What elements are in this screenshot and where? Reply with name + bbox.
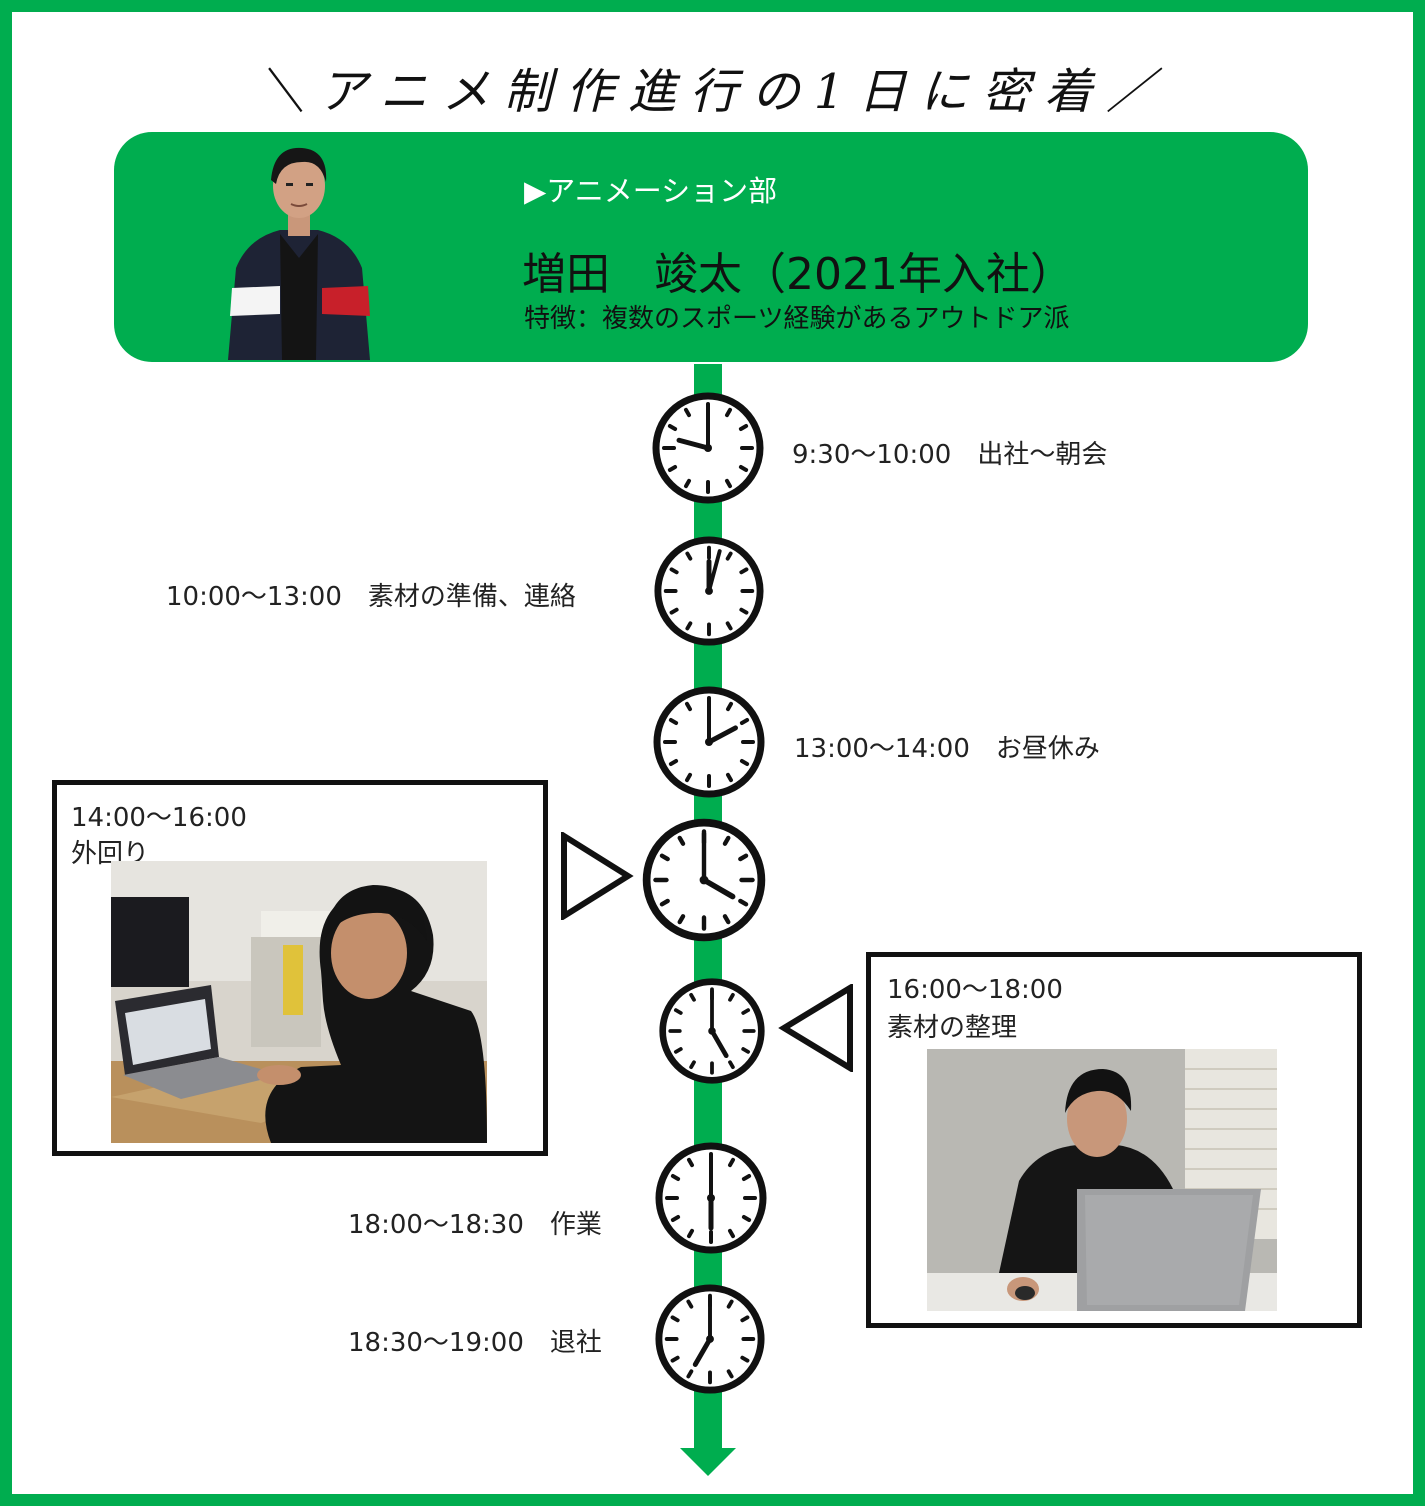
schedule-task: 素材の整理 [887,1013,1018,1043]
clock-icon [653,686,765,798]
schedule-task: 出社〜朝会 [977,440,1108,470]
schedule-item-2: 10:00〜13:00 素材の準備、連絡 [166,576,576,613]
schedule-time: 14:00〜16:00 [71,803,247,833]
schedule-task: 退社 [549,1328,602,1358]
employee-name: 増田 竣太（2021年入社） [522,249,1074,300]
schedule-time: 13:00〜14:00 [794,734,970,764]
schedule-time: 18:00〜18:30 [348,1210,524,1240]
schedule-task: 素材の準備、連絡 [367,582,576,612]
clock-icon [654,536,764,646]
schedule-card-organize: 16:00〜18:00 素材の整理 [866,952,1362,1328]
clock-icon [652,392,764,504]
pointer-triangle-icon [561,832,634,920]
schedule-time: 10:00〜13:00 [166,582,342,612]
clock-icon [642,818,766,942]
schedule-time: 9:30〜10:00 [792,440,952,470]
work-photo [927,1049,1277,1311]
schedule-task: お昼休み [995,734,1100,764]
schedule-time: 18:30〜19:00 [348,1328,524,1358]
clock-icon [655,1284,765,1394]
employee-feature: 特徴：複数のスポーツ経験があるアウトドア派 [524,304,1070,334]
pointer-triangle-icon [778,984,853,1072]
schedule-item-7: 18:30〜19:00 退社 [348,1322,602,1359]
schedule-item-6: 18:00〜18:30 作業 [348,1204,602,1241]
schedule-task: 作業 [549,1210,602,1240]
schedule-item-3: 13:00〜14:00 お昼休み [794,728,1100,765]
schedule-time: 16:00〜18:00 [887,975,1063,1005]
clock-icon [659,978,765,1084]
work-photo [111,861,487,1143]
schedule-item-1: 9:30〜10:00 出社〜朝会 [792,434,1107,471]
clock-icon [655,1142,767,1254]
profile-photo [218,138,380,360]
schedule-card-outside: 14:00〜16:00 外回り [52,780,548,1156]
department-label: ▶アニメーション部 [524,174,778,208]
page-title: ＼アニメ制作進行の1日に密着／ [256,64,1169,120]
down-arrow-icon [680,1448,736,1476]
